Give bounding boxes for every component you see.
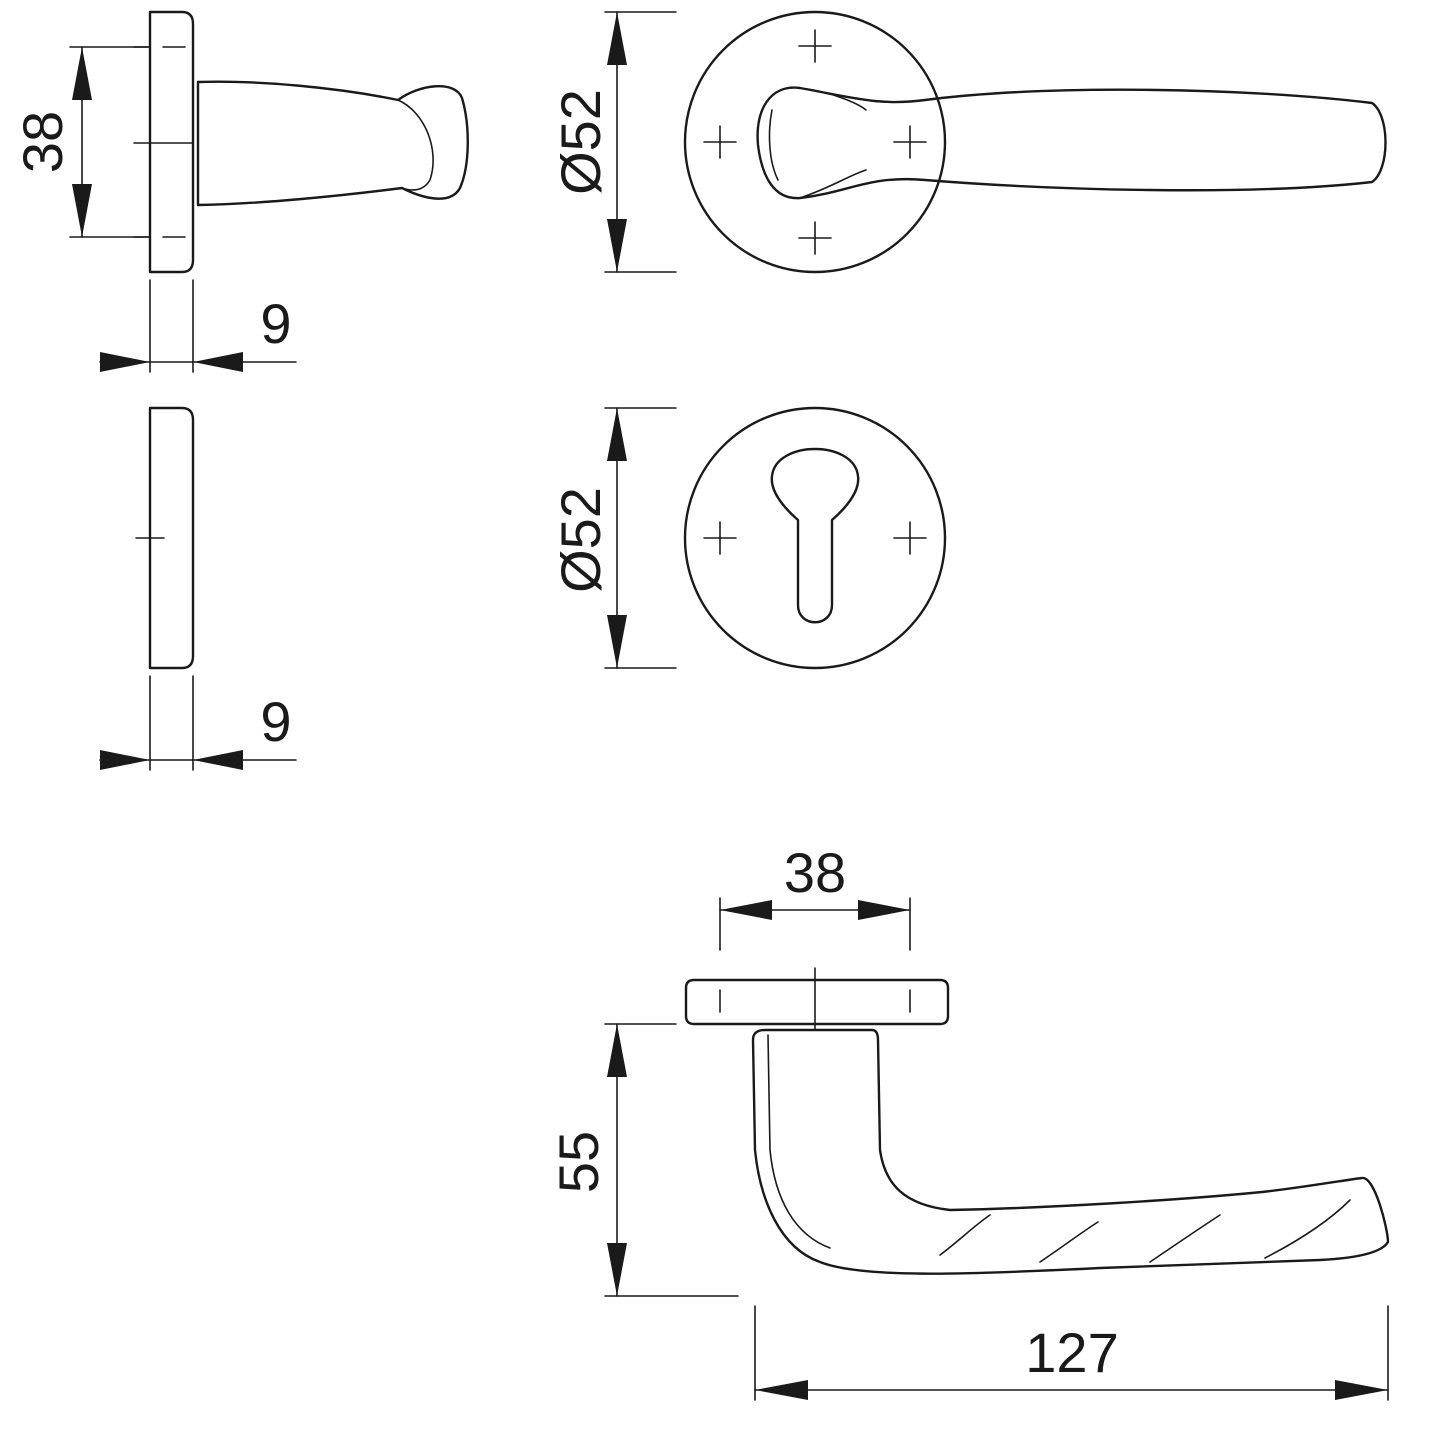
dimension-label-38: 38: [11, 111, 74, 173]
dimension-arrow: [607, 12, 627, 65]
handle-neck-detail: [397, 99, 434, 191]
dimension-arrow: [607, 1024, 627, 1077]
dimension-label-9: 9: [260, 690, 291, 753]
dimension-label-55: 55: [547, 1131, 610, 1193]
screw-mark: [893, 125, 927, 159]
lever-grip-detail: [799, 169, 867, 199]
rose-side-view: [133, 10, 469, 274]
dimension-label-127: 127: [1025, 1321, 1118, 1384]
dimension-lever-height: 55: [547, 1023, 739, 1297]
dimension-label-38: 38: [784, 841, 846, 904]
dimension-arrow: [607, 219, 627, 272]
dimension-arrow: [193, 750, 243, 770]
dimension-arrow: [607, 408, 627, 461]
dimension-arrow: [100, 750, 150, 770]
rose-plate: [683, 10, 947, 274]
dimension-arrow: [607, 615, 627, 668]
rose-front-view: [683, 10, 1387, 274]
lever-grip-ridge: [1039, 1221, 1099, 1263]
dimension-lever-rose-width: 38: [719, 841, 911, 951]
lever-grip-ridge: [1264, 1199, 1351, 1259]
dimension-label-diameter: Ø52: [549, 89, 612, 195]
screw-mark: [893, 521, 927, 555]
dimension-rose-side-height: 38: [11, 46, 151, 238]
lever-grip-detail: [799, 87, 867, 111]
lever-side-view: [684, 967, 1390, 1275]
keyhole-profile-cylinder: [770, 447, 860, 624]
dimension-arrow: [1335, 1380, 1388, 1400]
screw-mark: [798, 29, 832, 63]
lever-grip-detail: [768, 109, 779, 181]
dimension-arrow: [193, 352, 243, 372]
escutcheon-plate: [683, 406, 947, 670]
dimension-arrow: [72, 47, 92, 100]
dimension-arrow: [858, 900, 910, 920]
rose-side-plate: [148, 10, 195, 274]
lever-rose-plate: [684, 978, 950, 1026]
dimension-label-diameter: Ø52: [549, 487, 612, 593]
escutcheon-side-view: [135, 406, 195, 670]
lever-grip-front: [756, 86, 1387, 200]
dimension-arrow: [607, 1243, 627, 1296]
screw-mark: [798, 221, 832, 255]
screw-mark: [703, 521, 737, 555]
dimension-escutcheon-diameter: Ø52: [549, 407, 677, 669]
escutcheon-front-view: [683, 406, 947, 670]
dimension-arrow: [100, 352, 150, 372]
screw-mark: [703, 125, 737, 159]
dimension-lever-length: 127: [754, 1305, 1389, 1401]
handle-neck-side: [196, 80, 469, 207]
dimension-rose-thickness: 9: [99, 279, 297, 373]
dimension-arrow: [720, 900, 772, 920]
dimension-label-9: 9: [260, 292, 291, 355]
lever-grip-ridge: [939, 1214, 991, 1256]
dimension-rose-diameter: Ø52: [549, 11, 677, 273]
lever-grip-ridge: [1149, 1214, 1221, 1263]
escutcheon-side-plate: [148, 406, 195, 670]
lever-body: [751, 1028, 1390, 1275]
dimension-arrow: [755, 1380, 808, 1400]
dimension-arrow: [72, 184, 92, 237]
lever-body-detail: [767, 1034, 831, 1249]
dimension-escutcheon-thickness: 9: [99, 675, 297, 771]
